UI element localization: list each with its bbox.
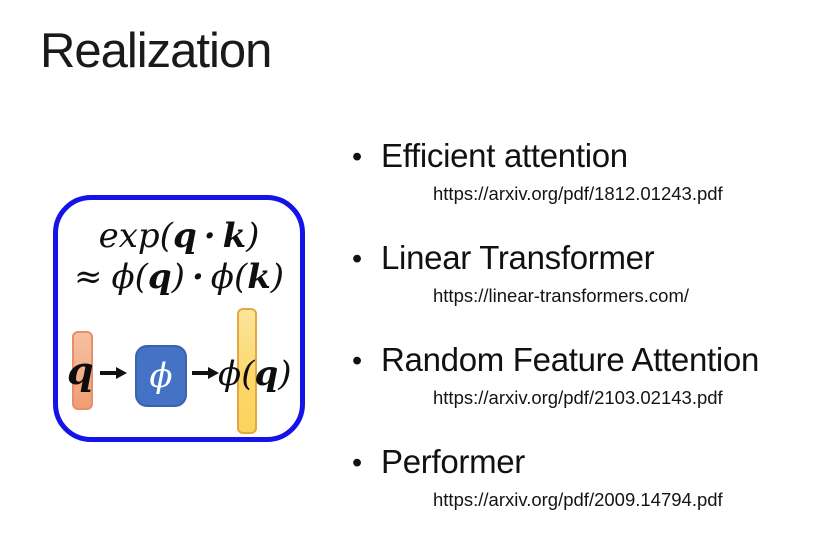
bullet-heading: • Linear Transformer [352,241,802,276]
reference-url: https://linear-transformers.com/ [433,285,689,306]
bullet-label: Efficient attention [381,137,628,174]
formula-figure: exp(q·k) ≈ϕ(q)·ϕ(k) q ϕ ϕ(q) [53,195,305,442]
arrow-head [116,367,127,379]
arrow-shaft [192,371,208,375]
reference-list: • Efficient attention https://arxiv.org/p… [352,139,802,542]
formula-line-1: exp(q·k) [58,216,300,257]
bullet-label: Linear Transformer [381,239,655,276]
list-item: • Performer https://arxiv.org/pdf/2009.14… [352,445,802,509]
bullet-icon: • [352,345,362,377]
paren: ( [233,256,248,297]
approx-symbol: ≈ [73,256,103,297]
reference-url: https://arxiv.org/pdf/2009.14794.pdf [433,489,723,510]
approximation-formula: exp(q·k) ≈ϕ(q)·ϕ(k) [58,216,300,298]
q-symbol: q [172,216,197,256]
q-input-label: q [67,348,94,393]
query-vector-bar [72,331,93,410]
phi-function-box: ϕ [135,345,187,407]
k-symbol: k [247,256,271,297]
bullet-heading: • Performer [352,445,802,480]
phi-symbol: ϕ [218,354,242,394]
feature-vector-bar [237,308,257,434]
formula-line-2: ≈ϕ(q)·ϕ(k) [58,257,300,298]
paren: ) [246,216,260,256]
phi-symbol: ϕ [111,256,135,297]
bullet-icon: • [352,141,362,173]
k-symbol: k [222,216,247,256]
reference-url: https://arxiv.org/pdf/1812.01243.pdf [433,183,723,204]
phi-label: ϕ [149,356,173,396]
q-symbol: q [254,354,279,394]
bullet-label: Random Feature Attention [381,341,760,378]
dot-operator: · [191,256,204,297]
reference-url: https://arxiv.org/pdf/2103.02143.pdf [433,387,723,408]
q-symbol: q [147,256,172,297]
page-title: Realization [40,24,272,78]
bullet-icon: • [352,447,362,479]
list-item: • Random Feature Attention https://arxiv.… [352,343,802,407]
paren: ) [270,256,285,297]
paren: ) [278,354,292,394]
paren: ( [159,216,173,256]
arrow-head [208,367,219,379]
arrow-right-icon [192,367,219,379]
bullet-heading: • Efficient attention [352,139,802,174]
list-item: • Efficient attention https://arxiv.org/p… [352,139,802,203]
paren: ) [171,256,185,297]
bullet-label: Performer [381,443,525,480]
arrow-shaft [100,371,116,375]
dot-operator: · [203,216,216,256]
paren: ( [134,256,148,297]
phi-q-output-label: ϕ(q) [218,357,292,391]
bullet-heading: • Random Feature Attention [352,343,802,378]
paren: ( [241,354,255,394]
bullet-icon: • [352,243,362,275]
arrow-right-icon [100,367,127,379]
phi-symbol: ϕ [210,256,234,297]
list-item: • Linear Transformer https://linear-trans… [352,241,802,305]
exp-term: exp [98,216,160,256]
